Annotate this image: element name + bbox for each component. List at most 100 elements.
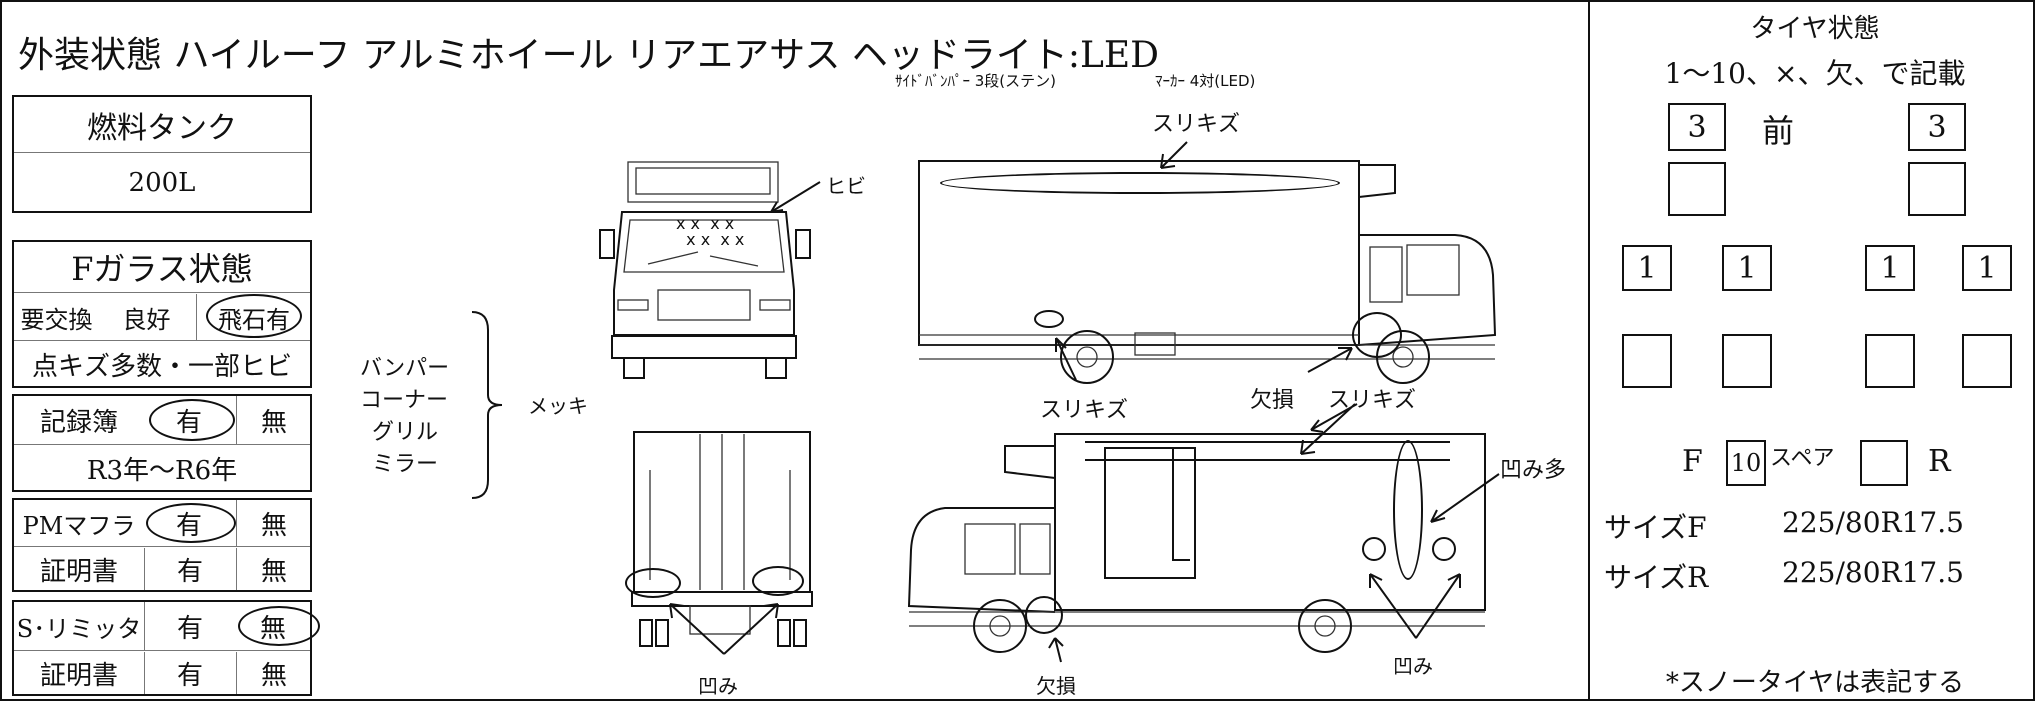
tires-instruction: 1～10、×、欠、で記載 <box>1664 57 1966 90</box>
divider <box>144 548 145 590</box>
divider <box>14 546 310 547</box>
records-no: 無 <box>260 407 287 438</box>
damage-circle <box>1025 596 1063 634</box>
tire-rear2-4[interactable] <box>1962 334 2012 388</box>
tires-title: タイヤ状態 <box>1750 14 1880 44</box>
crack-marks: x x x x x x x x <box>676 214 745 249</box>
panel-divider <box>1588 0 1590 701</box>
records-box: 記録簿 有 無 R3年～R6年 <box>12 394 312 492</box>
damage-circle <box>625 568 681 598</box>
tire-rear2-1[interactable] <box>1622 334 1672 388</box>
f-glass-box: Fガラス状態 要交換 良好 飛石有 点キズ多数・一部ヒビ <box>12 240 312 388</box>
divider <box>14 152 310 153</box>
pm-cert-yes: 有 <box>176 556 203 587</box>
f-glass-note: 点キズ多数・一部ヒビ <box>31 351 292 382</box>
speed-limiter-label: S･リミッタ <box>16 614 142 643</box>
arrow-icon <box>1048 637 1064 663</box>
size-r-label: サイズR <box>1604 561 1709 594</box>
plating-label: メッキ <box>528 394 588 418</box>
divider <box>144 652 145 694</box>
selected-circle <box>238 606 320 646</box>
crack-label: ヒビ <box>826 174 866 198</box>
speed-limiter-yes: 有 <box>176 613 203 644</box>
spare-r-value[interactable] <box>1860 440 1908 486</box>
records-period: R3年～R6年 <box>86 455 238 486</box>
sl-cert-no: 無 <box>260 660 287 691</box>
spare-r-label: R <box>1928 444 1951 479</box>
arrow-icon <box>770 181 821 213</box>
divider <box>14 650 310 651</box>
plating-part-grille: グリル <box>372 420 439 445</box>
tire-rear2-2[interactable] <box>1722 334 1772 388</box>
scratch-bottom-left-label: スリキズ <box>1040 398 1129 423</box>
arrow-icon <box>1369 573 1461 639</box>
size-f-label: サイズF <box>1604 511 1707 544</box>
damage-circle <box>1034 310 1064 328</box>
brace-icon <box>471 311 503 499</box>
divider <box>236 548 237 590</box>
tire-rear2-3[interactable] <box>1865 334 1915 388</box>
tire-rear-3[interactable]: 1 <box>1865 245 1915 291</box>
divider <box>196 294 197 340</box>
selected-circle <box>146 503 236 543</box>
scratch-side-label: スリキズ <box>1328 388 1417 413</box>
sl-cert-yes: 有 <box>176 660 203 691</box>
selected-circle <box>206 294 302 338</box>
spare-f-value[interactable]: 10 <box>1726 440 1766 486</box>
divider <box>14 340 310 341</box>
truck-rear-view <box>631 431 813 647</box>
f-glass-option-good: 良好 <box>122 305 171 334</box>
dent-circle <box>1362 537 1386 561</box>
records-label: 記録簿 <box>39 407 118 438</box>
pm-muffler-no: 無 <box>260 510 287 541</box>
tire-rear-1[interactable]: 1 <box>1622 245 1672 291</box>
pm-cert-no: 無 <box>260 556 287 587</box>
size-r-value: 225/80R17.5 <box>1782 556 1964 589</box>
fuel-tank-label: 燃料タンク <box>87 110 237 146</box>
speed-limiter-box: S･リミッタ 有 無 証明書 有 無 <box>12 600 320 696</box>
pm-muffler-box: PMマフラ 有 無 証明書 有 無 <box>12 498 312 592</box>
front-label: 前 <box>1762 112 1795 150</box>
plating-part-corner: コーナー <box>360 388 449 413</box>
exterior-line: 外装状態 ハイルーフ アルミホイール リアエアサス ヘッドライト:LED <box>18 35 1159 76</box>
fuel-tank-value: 200L <box>128 167 196 198</box>
scratch-top-label: スリキズ <box>1152 112 1241 137</box>
dent-circle <box>1432 537 1456 561</box>
arrow-icon <box>1055 337 1077 381</box>
spare-f-label: F <box>1682 444 1703 479</box>
divider <box>236 500 237 546</box>
plating-part-bumper: バンパー <box>360 356 450 381</box>
divider <box>236 396 237 444</box>
scratch-oval <box>940 172 1340 194</box>
marker-note: ﾏｰｶｰ 4対(LED) <box>1155 72 1256 90</box>
chip-right-label: 欠損 <box>1250 388 1295 413</box>
truck-side-view-lower <box>907 433 1486 653</box>
tire-front-left[interactable]: 3 <box>1668 103 1726 151</box>
arrow-icon <box>1160 141 1188 169</box>
plating-part-mirror: ミラー <box>372 452 439 477</box>
tire-rear-2[interactable]: 1 <box>1722 245 1772 291</box>
tire-front-right[interactable]: 3 <box>1908 103 1966 151</box>
pm-cert-label: 証明書 <box>39 556 118 587</box>
tire-row2-right[interactable] <box>1908 162 1966 216</box>
chip-bottom-label: 欠損 <box>1036 674 1076 698</box>
dent-rear-label: 凹み <box>698 674 738 698</box>
spare-label: スペア <box>1770 446 1835 471</box>
pm-muffler-label: PMマフラ <box>22 511 136 540</box>
dent-long-oval <box>1393 440 1423 580</box>
f-glass-option-replace: 要交換 <box>20 305 93 334</box>
arrow-icon <box>1307 347 1353 373</box>
arrow-icon <box>1300 403 1358 455</box>
arrow-icon <box>669 603 779 655</box>
tire-row2-left[interactable] <box>1668 162 1726 216</box>
arrow-icon <box>1430 473 1500 523</box>
truck-front-view <box>599 161 811 379</box>
tire-rear-4[interactable]: 1 <box>1962 245 2012 291</box>
divider <box>236 652 237 694</box>
damage-circle <box>1352 312 1402 358</box>
divider <box>14 292 310 293</box>
f-glass-title: Fガラス状態 <box>71 250 253 288</box>
dent-many-label: 凹み多 <box>1500 458 1567 483</box>
fuel-tank-box: 燃料タンク 200L <box>12 95 312 213</box>
